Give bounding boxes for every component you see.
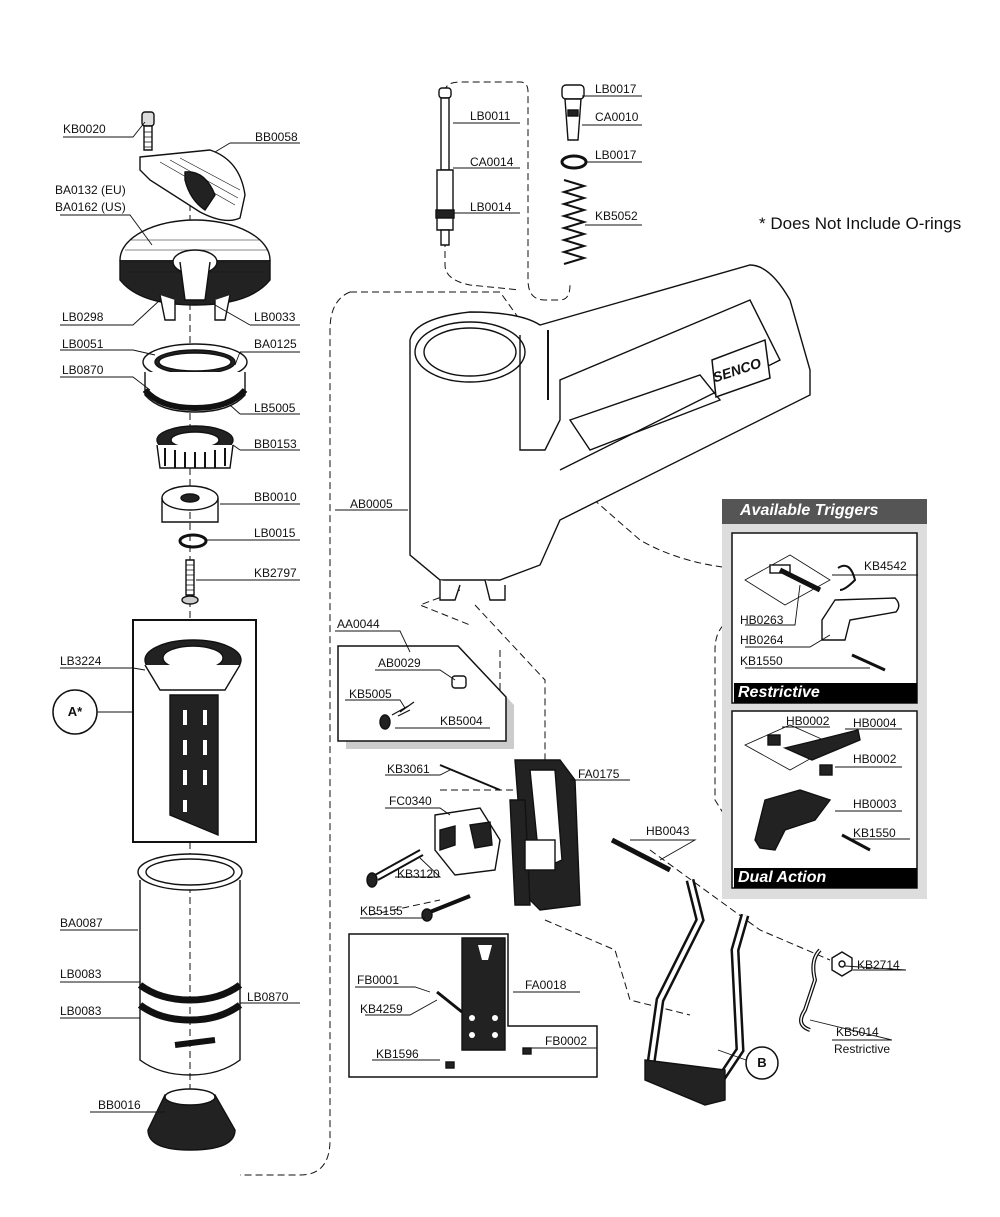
bumper-ba0125 <box>142 372 248 413</box>
dual-action-trigger-parts <box>744 724 871 852</box>
ring-lb0051 <box>142 343 248 381</box>
part-label: KB0020 <box>63 122 106 136</box>
available-triggers-title: Available Triggers <box>740 502 879 519</box>
part-label: KB5004 <box>440 714 483 728</box>
part-label: LB0083 <box>60 967 102 981</box>
part-label: HB0043 <box>646 824 690 838</box>
part-label: AB0005 <box>350 497 393 511</box>
callout-a: A* <box>67 704 83 719</box>
trigger-lever-b <box>644 878 750 1106</box>
part-label: BB0153 <box>254 437 297 451</box>
part-label: BA0132 (EU) <box>55 183 126 197</box>
restrictive-panel-title: Restrictive <box>738 684 820 701</box>
pin-hb0043 <box>610 837 672 873</box>
part-label: FA0175 <box>578 767 620 781</box>
screw-kb5155 <box>421 894 471 922</box>
senco-badge <box>711 338 771 399</box>
part-label: KB4542 <box>864 559 907 573</box>
valve-seat-bb0010 <box>161 485 219 523</box>
part-label: KB3061 <box>387 762 430 776</box>
part-label: HB0002 <box>786 714 830 728</box>
part-label: HB0003 <box>853 797 897 811</box>
latch-fc0340 <box>434 807 501 876</box>
part-label: KB2714 <box>857 958 900 972</box>
o-ring-lb0015 <box>178 533 208 549</box>
exhaust-cone-bb0016 <box>147 1088 236 1151</box>
spring-kb5014 <box>799 948 822 1032</box>
cylinder-sleeve-ba0087 <box>137 853 243 1076</box>
part-label: KB4259 <box>360 1002 403 1016</box>
part-label: LB0083 <box>60 1004 102 1018</box>
part-label: AA0044 <box>337 617 380 631</box>
guide-body-fa0175 <box>509 759 581 911</box>
part-label: LB0014 <box>470 200 512 214</box>
pin-kb3061 <box>439 764 501 791</box>
nut-kb2714 <box>831 951 853 977</box>
part-label: FA0018 <box>525 978 567 992</box>
part-label: KB1550 <box>853 826 896 840</box>
part-label: HB0004 <box>853 716 897 730</box>
piston-driver-assembly-lb3224 <box>132 619 257 843</box>
screw-kb3120 <box>366 849 424 888</box>
part-label: KB1596 <box>376 1047 419 1061</box>
part-label: BB0016 <box>98 1098 141 1112</box>
part-label: KB5005 <box>349 687 392 701</box>
fa0018-box <box>348 933 598 1078</box>
cap-screw-kb0020 <box>141 111 155 151</box>
exhaust-deflector-bb0058 <box>139 149 246 222</box>
part-label: FC0340 <box>389 794 432 808</box>
part-label: CA0014 <box>470 155 514 169</box>
part-label: LB0011 <box>470 109 511 123</box>
part-label: LB0298 <box>62 310 104 324</box>
part-label: CA0010 <box>595 110 639 124</box>
part-label: LB0870 <box>247 990 289 1004</box>
part-label: BB0010 <box>254 490 297 504</box>
part-label: LB3224 <box>60 654 102 668</box>
part-label: Restrictive <box>834 1042 891 1056</box>
part-label: LB0870 <box>62 363 104 377</box>
cylinder-cap-ba0132 <box>119 219 271 321</box>
restrictive-trigger-parts <box>744 554 900 672</box>
part-label: BA0162 (US) <box>55 200 126 214</box>
part-label: KB2797 <box>254 566 297 580</box>
part-label: LB0051 <box>62 337 104 351</box>
plunger-ca0010 <box>561 84 585 141</box>
part-label: LB0015 <box>254 526 296 540</box>
spring-kb5052 <box>560 179 588 265</box>
part-label: LB0017 <box>595 82 637 96</box>
part-label: KB5052 <box>595 209 638 223</box>
part-label: BB0058 <box>255 130 298 144</box>
part-label: LB5005 <box>254 401 296 415</box>
part-label: HB0002 <box>853 752 897 766</box>
callout-circles <box>52 689 779 1080</box>
head-valve-bb0153 <box>156 425 234 469</box>
part-label: HB0264 <box>740 633 784 647</box>
part-label: AB0029 <box>378 656 421 670</box>
orings-note: * Does Not Include O-rings <box>759 214 962 233</box>
part-label: LB0033 <box>254 310 296 324</box>
screw-kb2797 <box>181 559 199 605</box>
callout-b: B <box>757 1055 767 1070</box>
part-label: BA0087 <box>60 916 103 930</box>
part-label: LB0017 <box>595 148 637 162</box>
o-ring-lb0017 <box>560 154 588 170</box>
part-label: KB5014 <box>836 1025 879 1039</box>
housing-ab0005 <box>409 264 811 601</box>
part-label: KB5155 <box>360 904 403 918</box>
part-label: HB0263 <box>740 613 784 627</box>
part-label: FB0001 <box>357 973 400 987</box>
valve-stem-lb0011 <box>435 87 455 246</box>
part-label: FB0002 <box>545 1034 588 1048</box>
available-triggers-panel <box>722 499 927 899</box>
dual-action-panel-title: Dual Action <box>738 869 827 886</box>
part-label: KB3120 <box>397 867 440 881</box>
leader-lines <box>60 95 918 1113</box>
part-label: KB1550 <box>740 654 783 668</box>
part-label: BA0125 <box>254 337 297 351</box>
